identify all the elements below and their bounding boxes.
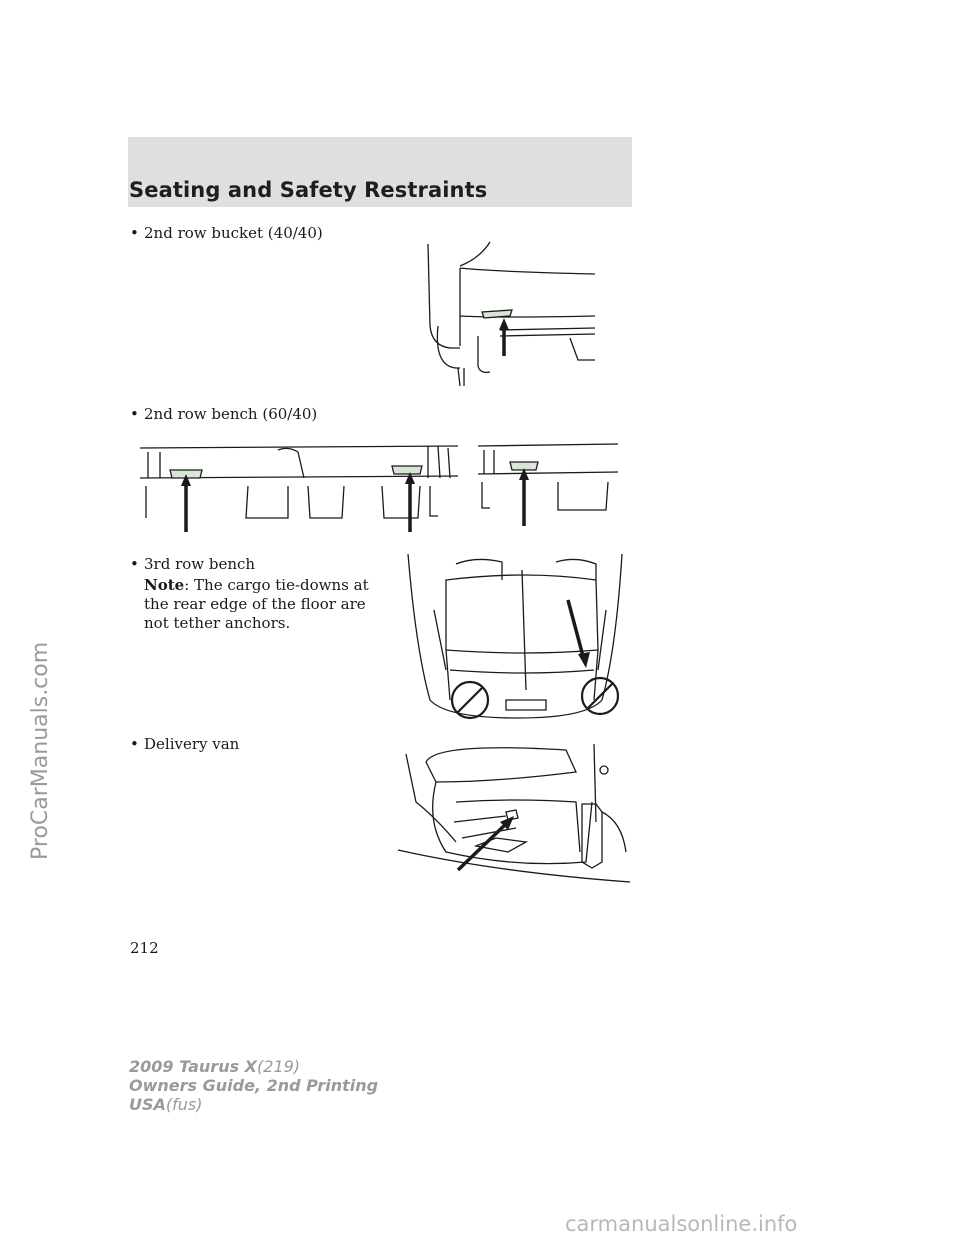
footer-market-code: (fus) — [165, 1095, 203, 1114]
footer-line-2: Owners Guide, 2nd Printing — [129, 1076, 379, 1095]
note-text: : The cargo tie-downs at the rear edge o… — [144, 576, 369, 632]
list-item-third-row: • 3rd row bench — [130, 555, 255, 573]
footer-line-1: 2009 Taurus X(219) — [129, 1057, 378, 1076]
footer-model: 2009 Taurus X — [129, 1057, 258, 1076]
bullet-dot: • — [130, 405, 139, 423]
footer-line-3: USA(fus) — [129, 1095, 378, 1114]
footer: 2009 Taurus X(219) Owners Guide, 2nd Pri… — [129, 1057, 378, 1114]
list-item-delivery-van: • Delivery van — [130, 735, 239, 753]
illustration-bucket-seat — [420, 236, 600, 388]
bullet-dot: • — [130, 735, 139, 753]
footer-market: USA — [129, 1095, 166, 1114]
note-label: Note — [144, 576, 185, 594]
watermark-procarmanuals: ProCarManuals.com — [28, 641, 53, 860]
list-item-label: 2nd row bench (60/40) — [144, 405, 318, 423]
watermark-carmanualsonline: carmanualsonline.info — [565, 1212, 798, 1236]
footer-model-code: (219) — [257, 1057, 301, 1076]
illustration-third-row — [406, 550, 624, 722]
bullet-dot: • — [130, 224, 139, 242]
list-item-bucket: • 2nd row bucket (40/40) — [130, 224, 323, 242]
page-number: 212 — [130, 939, 159, 957]
list-item-label: 3rd row bench — [144, 555, 256, 573]
section-title: Seating and Safety Restraints — [129, 178, 488, 202]
header-band — [128, 137, 632, 207]
list-item-label: 2nd row bucket (40/40) — [144, 224, 323, 242]
bullet-dot: • — [130, 555, 139, 573]
illustration-bench-seat — [138, 438, 622, 536]
list-item-bench-60-40: • 2nd row bench (60/40) — [130, 405, 317, 423]
note-paragraph: Note: The cargo tie-downs at the rear ed… — [144, 576, 384, 633]
list-item-label: Delivery van — [144, 735, 240, 753]
illustration-delivery-van — [396, 742, 632, 884]
